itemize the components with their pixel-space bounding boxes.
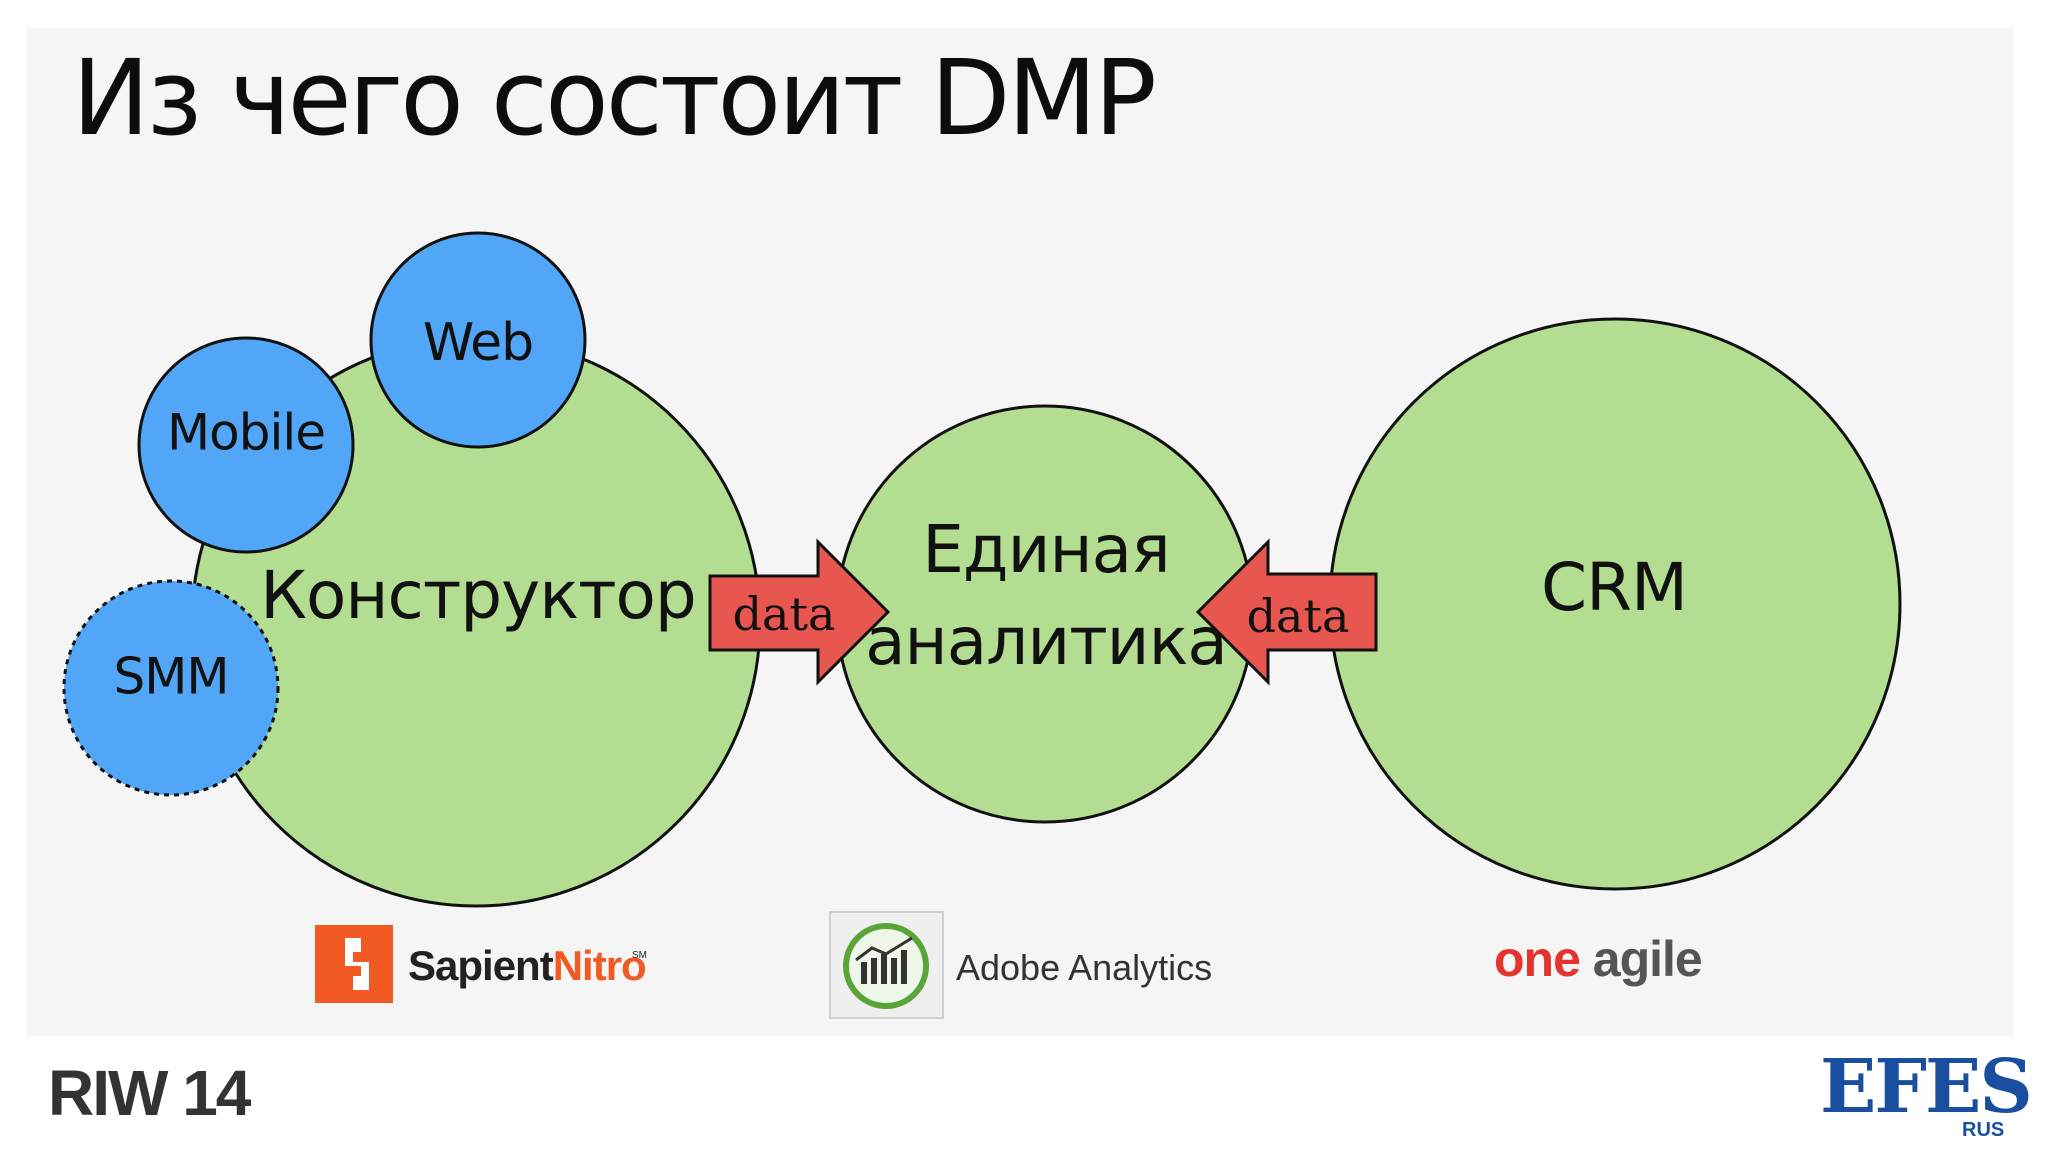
data-arrow-left [1195, 538, 1378, 686]
web-label: Web [423, 313, 533, 373]
riw14-logo: RIW 14 [48, 1057, 252, 1129]
efes-logo-sub: RUS [1962, 1119, 2004, 1141]
svg-text:SapientNitro: SapientNitro [408, 942, 646, 989]
arrow-left-label: data [1247, 589, 1350, 643]
sapientnitro-logo: SapientNitro SM [315, 925, 647, 1003]
adobe-analytics-text: Adobe Analytics [956, 947, 1212, 988]
sapient-text: Sapient [408, 942, 554, 989]
oneagile-one-text: one [1494, 931, 1580, 987]
bar-chart-icon [843, 923, 929, 1009]
web-circle [369, 231, 587, 449]
smm-circle [62, 579, 280, 797]
svg-text:one agile: one agile [1494, 931, 1702, 987]
efes-logo: EFES RUS [1820, 1044, 2033, 1141]
slide-title: Из чего состоит DMP [72, 37, 1154, 159]
adobe-analytics-logo: Adobe Analytics [829, 911, 1212, 1019]
efes-logo-text: EFES [1820, 1044, 2031, 1130]
oneagile-agile-text: agile [1580, 931, 1702, 987]
oneagile-logo: one agile [1494, 931, 1703, 987]
analytics-label-line2: аналитика [865, 603, 1227, 680]
smm-label: SMM [113, 648, 228, 706]
mobile-label: Mobile [167, 404, 325, 462]
mobile-circle [137, 336, 355, 554]
sapientnitro-s-glyph [345, 938, 369, 990]
nitro-text: Nitro [553, 942, 646, 989]
konstruktor-label: Конструктор [260, 557, 696, 634]
sapient-sm-mark: SM [632, 950, 647, 961]
data-arrow-right [708, 538, 891, 686]
crm-label: CRM [1541, 549, 1687, 626]
analytics-label-line1: Единая [922, 511, 1170, 588]
arrow-right-label: data [733, 587, 836, 641]
